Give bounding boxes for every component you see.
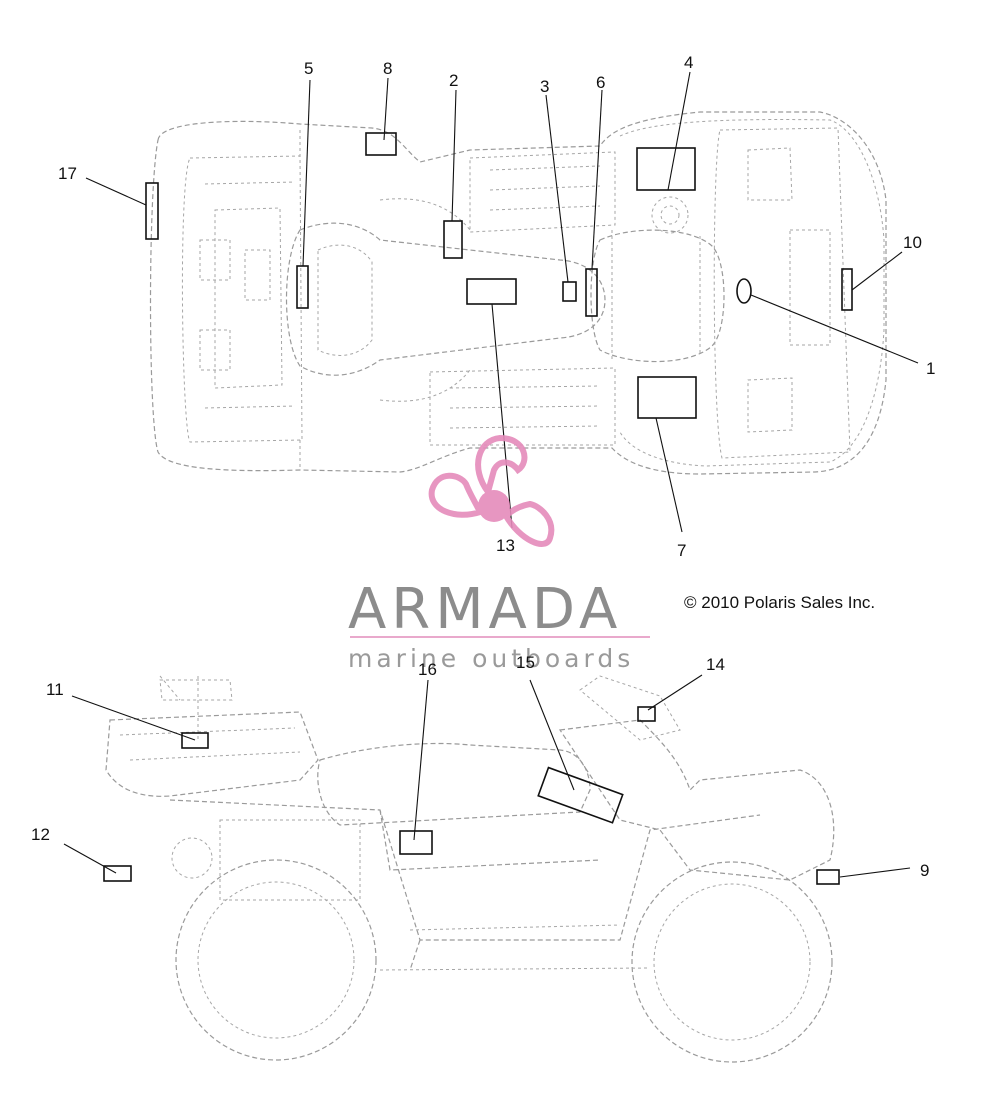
- top-view-front-rack-slots: [747, 147, 831, 433]
- callout-12: 12: [31, 825, 50, 844]
- side-view-frame: [169, 799, 761, 971]
- side-view-leader-lines: [63, 674, 911, 878]
- side-view-rear-rim: [197, 881, 355, 1039]
- top-view-rear-fender: [149, 111, 887, 475]
- side-view-rear-rack: [105, 711, 319, 797]
- callout-9: 9: [920, 861, 929, 880]
- callout-15: 15: [516, 653, 535, 672]
- side-view-front-rim: [653, 883, 811, 1041]
- decal-box-6[interactable]: [585, 268, 598, 317]
- top-view-leader-lines: [85, 71, 919, 533]
- top-view-rack-inner: [214, 207, 283, 389]
- decal-box-11[interactable]: [181, 732, 209, 749]
- side-view-rear-rack-bars: [119, 675, 301, 761]
- callout-11: 11: [46, 680, 64, 699]
- callout-2: 2: [449, 71, 458, 90]
- side-view-floor: [379, 924, 651, 971]
- decal-box-5[interactable]: [296, 265, 309, 309]
- top-view-rack-bar-top: [204, 181, 296, 185]
- atv-top-view: [149, 111, 887, 475]
- callout-4: 4: [684, 53, 693, 72]
- side-view-decal-boxes: [103, 706, 840, 885]
- top-view-steering-hub-inner: [660, 205, 680, 225]
- side-view-rear-wheel: [175, 859, 377, 1061]
- top-view-seat: [285, 222, 606, 376]
- decal-box-9[interactable]: [816, 869, 840, 885]
- callout-14: 14: [706, 655, 725, 674]
- side-view-engine: [219, 819, 361, 901]
- copyright-text: © 2010 Polaris Sales Inc.: [684, 593, 875, 612]
- top-view-footwell-right: [429, 367, 616, 446]
- decal-oval-1[interactable]: [736, 278, 752, 304]
- side-view-front-body: [558, 719, 835, 881]
- decal-box-14[interactable]: [637, 706, 656, 722]
- callout-17: 17: [58, 164, 77, 183]
- callout-16: 16: [418, 660, 437, 679]
- top-view-callout-labels: 17 8 5 2 3 6 4 10 1 7 13: [58, 53, 935, 560]
- callout-7: 7: [677, 541, 686, 560]
- side-view-front-wheel: [631, 861, 833, 1063]
- callout-8: 8: [383, 59, 392, 78]
- side-view-rear-upright: [159, 679, 233, 701]
- decal-box-13[interactable]: [466, 278, 517, 305]
- decal-box-4[interactable]: [636, 147, 696, 191]
- decal-box-3[interactable]: [562, 281, 577, 302]
- propeller-logo-icon: [428, 434, 555, 547]
- watermark-subtitle: marine outboards: [348, 644, 634, 673]
- top-view-footwell-left: [469, 151, 616, 233]
- callout-1: 1: [926, 359, 935, 378]
- side-view-callout-labels: 11 12 16 15 14 9: [31, 653, 929, 880]
- top-view-seat-inner: [317, 244, 373, 356]
- top-view-rack-bar-bottom: [204, 405, 296, 409]
- decal-box-8[interactable]: [365, 132, 397, 156]
- top-view-rear-rack: [181, 155, 303, 443]
- decal-box-17[interactable]: [145, 182, 159, 240]
- top-view-front-rack: [713, 127, 851, 459]
- top-view-handlebar: [611, 230, 701, 360]
- top-view-console: [590, 229, 725, 363]
- callout-10: 10: [903, 233, 922, 252]
- callout-6: 6: [596, 73, 605, 92]
- side-view-cvt-cover: [171, 837, 213, 879]
- armada-watermark: ARMADA marine outboards: [348, 434, 650, 673]
- top-view-steering-hub: [651, 196, 689, 234]
- side-view-seat: [317, 742, 591, 826]
- top-view-rear-detail: [199, 239, 271, 371]
- top-view-front-fender: [619, 119, 885, 467]
- decal-box-7[interactable]: [637, 376, 697, 419]
- callout-3: 3: [540, 77, 549, 96]
- top-view-footwell-right-grid: [449, 385, 601, 429]
- top-view-decal-boxes: [145, 132, 853, 419]
- decal-box-16[interactable]: [399, 830, 433, 855]
- side-view-handlebar: [579, 675, 681, 741]
- decal-box-12[interactable]: [103, 865, 132, 882]
- watermark-title: ARMADA: [348, 577, 622, 642]
- top-view-frame-lines: [299, 130, 471, 470]
- decal-box-2[interactable]: [443, 220, 463, 259]
- atv-side-view: [105, 675, 835, 1063]
- callout-13: 13: [496, 536, 515, 555]
- callout-5: 5: [304, 59, 313, 78]
- top-view-footwell-left-grid: [489, 165, 601, 211]
- decal-box-15[interactable]: [537, 766, 624, 824]
